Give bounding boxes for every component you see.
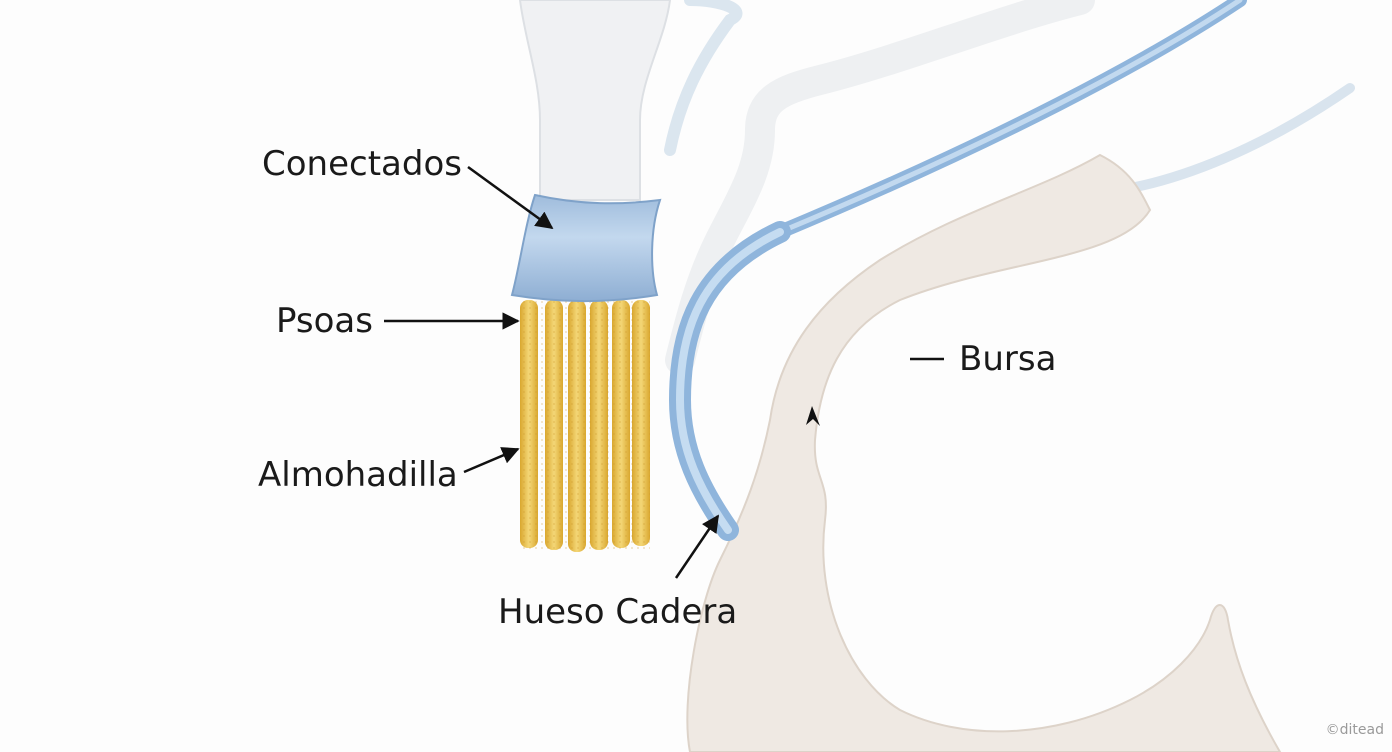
vertebra-column (518, 0, 672, 201)
hip-bone (686, 153, 1282, 752)
pale-rib-2 (665, 0, 1095, 375)
arrow-bursa-tip (806, 406, 820, 426)
pale-rib-1 (664, 0, 743, 156)
label-conectados: Conectados (262, 144, 462, 184)
tube-lower-hl (675, 228, 784, 534)
label-bursa: Bursa (959, 339, 1057, 379)
tube-upper-hl (777, 0, 1243, 235)
label-psoas: Psoas (276, 301, 373, 341)
watermark-logo: ©ditead (1325, 722, 1384, 738)
fiber-bundle (520, 300, 650, 552)
pale-rib-3 (1115, 83, 1355, 195)
arrow-conectados (467, 165, 554, 230)
blue-disc (510, 193, 662, 302)
arrow-almohadilla (463, 447, 520, 474)
label-almohadilla: Almohadilla (258, 455, 458, 495)
arrow-hueso (674, 514, 720, 579)
label-hueso-cadera: Hueso Cadera (498, 592, 738, 632)
